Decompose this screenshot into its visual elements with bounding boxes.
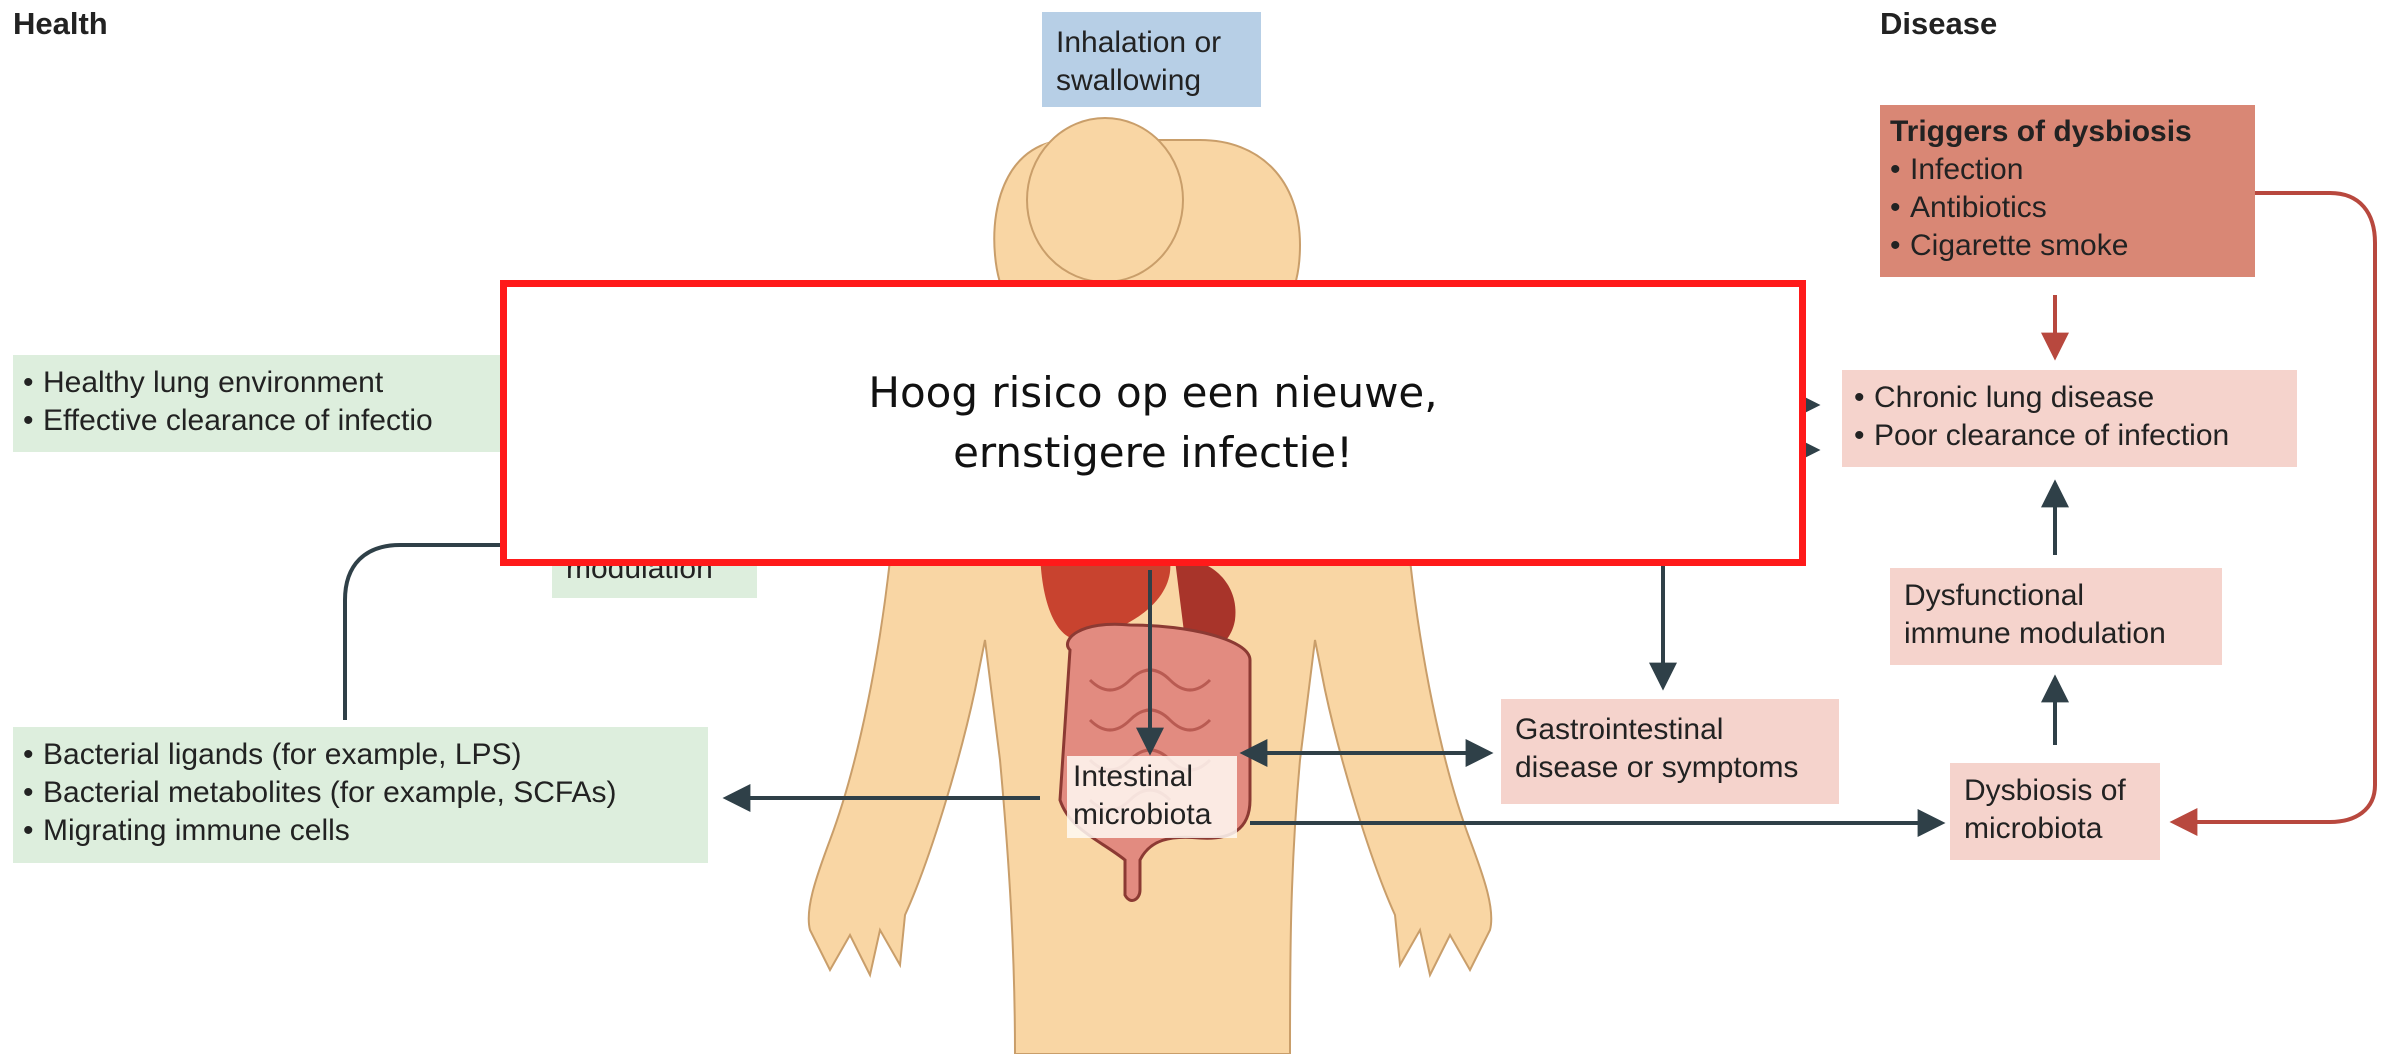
- overlay-line1: Hoog risico op een nieuwe,: [868, 363, 1437, 423]
- gastro-line1: Gastrointestinal: [1515, 711, 1825, 749]
- inhalation-line1: Inhalation or: [1056, 24, 1247, 62]
- healthy-lung-list: Healthy lung environment Effective clear…: [23, 364, 563, 440]
- intestinal-line1: Intestinal: [1073, 758, 1231, 796]
- arrows-red: [2055, 193, 2375, 822]
- healthy-lung-box: Healthy lung environment Effective clear…: [13, 355, 573, 452]
- gastro-box: Gastrointestinal disease or symptoms: [1501, 699, 1839, 804]
- intestinal-microbiota-label: Intestinal microbiota: [1067, 756, 1237, 838]
- chronic-disease-item: Poor clearance of infection: [1854, 417, 2285, 455]
- trigger-item: Antibiotics: [1890, 189, 2245, 227]
- bacterial-item: Migrating immune cells: [23, 812, 698, 850]
- bacterial-list: Bacterial ligands (for example, LPS) Bac…: [23, 736, 698, 850]
- inhalation-line2: swallowing: [1056, 62, 1247, 100]
- dysbiosis-box: Dysbiosis of microbiota: [1950, 763, 2160, 860]
- chronic-disease-item: Chronic lung disease: [1854, 379, 2285, 417]
- dysfunctional-line1: Dysfunctional: [1904, 577, 2208, 615]
- overlay-line2: ernstigere infectie!: [953, 423, 1353, 483]
- bacterial-item: Bacterial ligands (for example, LPS): [23, 736, 698, 774]
- trigger-item: Infection: [1890, 151, 2245, 189]
- dysbiosis-line1: Dysbiosis of: [1964, 772, 2146, 810]
- chronic-disease-list: Chronic lung disease Poor clearance of i…: [1854, 379, 2285, 455]
- triggers-list: Infection Antibiotics Cigarette smoke: [1890, 151, 2245, 265]
- disease-header: Disease: [1880, 6, 1997, 42]
- bacterial-item: Bacterial metabolites (for example, SCFA…: [23, 774, 698, 812]
- trigger-item: Cigarette smoke: [1890, 227, 2245, 265]
- gastro-line2: disease or symptoms: [1515, 749, 1825, 787]
- triggers-title: Triggers of dysbiosis: [1890, 113, 2245, 151]
- chronic-disease-box: Chronic lung disease Poor clearance of i…: [1842, 370, 2297, 467]
- healthy-lung-item: Healthy lung environment: [23, 364, 563, 402]
- head-shape: [1027, 118, 1183, 282]
- intestinal-line2: microbiota: [1073, 796, 1231, 834]
- dysbiosis-line2: microbiota: [1964, 810, 2146, 848]
- dysfunctional-box: Dysfunctional immune modulation: [1890, 568, 2222, 665]
- inhalation-box: Inhalation or swallowing: [1042, 12, 1261, 107]
- triggers-box: Triggers of dysbiosis Infection Antibiot…: [1880, 105, 2255, 277]
- dysfunctional-line2: immune modulation: [1904, 615, 2208, 653]
- bacterial-box: Bacterial ligands (for example, LPS) Bac…: [13, 727, 708, 863]
- warning-overlay: Hoog risico op een nieuwe, ernstigere in…: [500, 280, 1806, 566]
- healthy-lung-item: Effective clearance of infectio: [23, 402, 563, 440]
- health-header: Health: [13, 6, 108, 42]
